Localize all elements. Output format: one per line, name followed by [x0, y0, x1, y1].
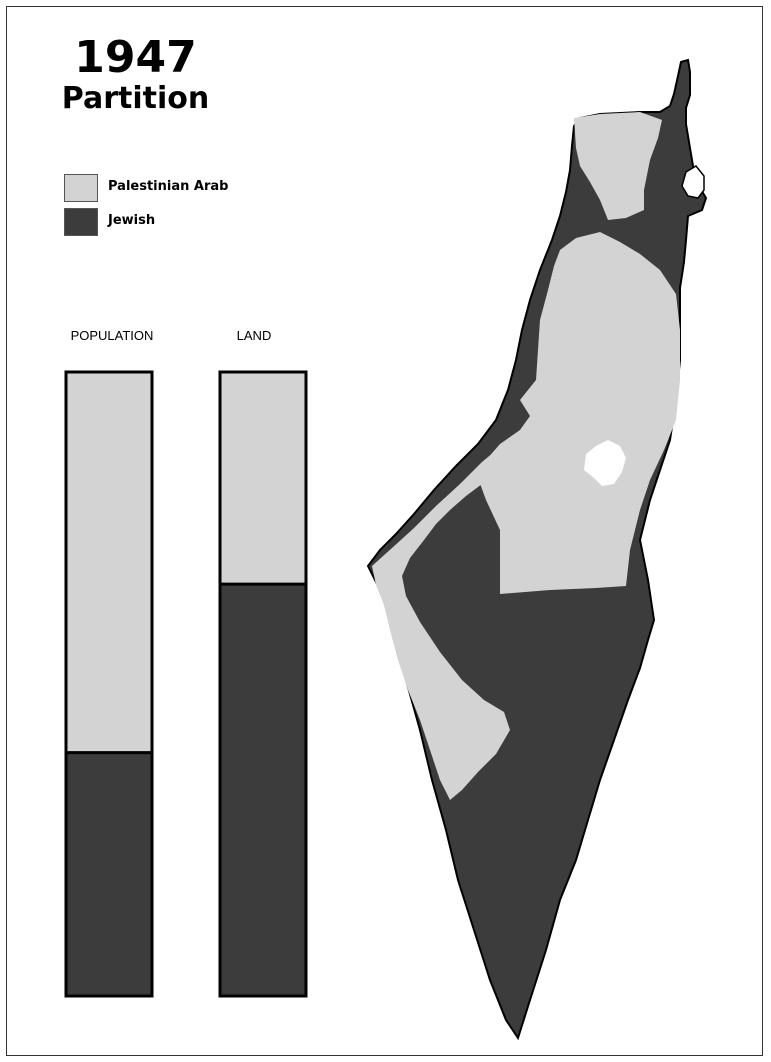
map-title-subtitle: Partition [61, 81, 210, 116]
legend-label-arab: Palestinian Arab [108, 179, 229, 194]
bar-land-jewish-segment [220, 584, 306, 996]
jerusalem-enclave [584, 440, 626, 486]
legend-swatch-arab [64, 174, 98, 202]
arab-area-central [478, 232, 680, 594]
bar-land-arab-segment [220, 372, 306, 585]
bar-land-frame [218, 370, 308, 998]
sea-of-galilee [681, 165, 705, 199]
bar-population-frame [64, 370, 154, 998]
bar-population-jewish-segment [66, 752, 152, 996]
map-frame [6, 6, 763, 1056]
bar-population-arab-segment [66, 372, 152, 753]
arab-area-gaza [372, 452, 510, 800]
arab-area-galilee [574, 112, 662, 220]
bar-label-land: LAND [236, 328, 272, 343]
bar-label-population: POPULATION [70, 328, 154, 343]
legend-swatch-jewish [64, 208, 98, 236]
legend-label-jewish: Jewish [108, 213, 156, 228]
map-title-year: 1947 [74, 32, 197, 83]
